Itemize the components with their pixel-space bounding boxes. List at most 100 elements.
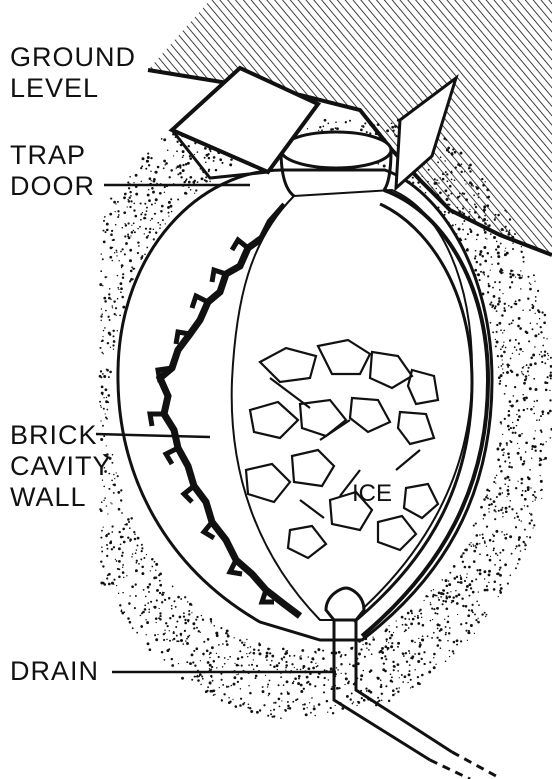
stipple-dot — [465, 605, 468, 608]
stipple-dot — [197, 679, 200, 682]
stipple-dot — [131, 585, 134, 588]
stipple-dot — [460, 581, 463, 584]
stipple-dot — [364, 656, 366, 658]
stipple-dot — [506, 444, 508, 446]
stipple-dot — [106, 223, 109, 226]
stipple-dot — [117, 298, 119, 300]
stipple-dot — [139, 226, 141, 228]
stipple-dot — [270, 710, 272, 712]
stipple-dot — [509, 400, 512, 403]
stipple-dot — [507, 425, 510, 428]
stipple-dot — [445, 626, 447, 628]
stipple-dot — [533, 274, 535, 276]
stipple-dot — [195, 189, 197, 191]
stipple-dot — [103, 230, 105, 232]
stipple-dot — [499, 567, 501, 569]
stipple-dot — [475, 206, 477, 208]
stipple-dot — [476, 601, 478, 603]
stipple-dot — [101, 339, 103, 341]
stipple-dot — [312, 667, 315, 670]
stipple-dot — [107, 316, 109, 318]
stipple-dot — [468, 583, 471, 586]
stipple-dot — [504, 418, 506, 420]
stipple-dot — [534, 334, 537, 337]
stipple-dot — [363, 699, 366, 702]
stipple-dot — [543, 337, 545, 339]
stipple-dot — [534, 491, 536, 493]
stipple-dot — [452, 224, 454, 226]
stipple-dot — [216, 667, 217, 668]
stipple-dot — [411, 612, 413, 614]
stipple-dot — [144, 604, 146, 606]
stipple-dot — [111, 462, 113, 464]
stipple-dot — [310, 712, 312, 714]
stipple-dot — [135, 595, 137, 597]
stipple-dot — [143, 589, 145, 591]
stipple-dot — [150, 220, 151, 221]
stipple-dot — [490, 498, 492, 500]
stipple-dot — [159, 612, 161, 614]
stipple-dot — [489, 303, 491, 305]
stipple-dot — [148, 189, 150, 191]
stipple-dot — [390, 673, 392, 675]
stipple-dot — [522, 351, 523, 352]
stipple-dot — [117, 491, 120, 494]
stipple-dot — [256, 665, 258, 667]
stipple-dot — [462, 192, 464, 194]
stipple-dot — [509, 273, 511, 275]
stipple-dot — [148, 591, 150, 593]
stipple-dot — [479, 543, 480, 544]
stipple-dot — [366, 690, 368, 692]
stipple-dot — [419, 186, 421, 188]
stipple-dot — [121, 555, 123, 557]
stipple-dot — [529, 387, 532, 390]
stipple-dot — [396, 626, 398, 628]
stipple-dot — [127, 518, 130, 521]
stipple-dot — [480, 271, 482, 273]
stipple-dot — [212, 680, 214, 682]
stipple-dot — [550, 437, 552, 439]
stipple-dot — [218, 656, 220, 658]
stipple-dot — [471, 604, 473, 606]
stipple-dot — [224, 663, 226, 665]
stipple-dot — [497, 355, 499, 357]
stipple-dot — [247, 656, 248, 657]
stipple-dot — [118, 508, 121, 511]
stipple-dot — [516, 425, 518, 427]
stipple-dot — [541, 355, 543, 357]
stipple-dot — [155, 198, 158, 201]
stipple-dot — [129, 595, 131, 597]
stipple-dot — [449, 185, 452, 188]
stipple-dot — [120, 499, 122, 501]
stipple-dot — [147, 602, 149, 604]
stipple-dot — [194, 154, 195, 155]
stipple-dot — [353, 701, 354, 702]
stipple-dot — [388, 642, 389, 643]
stipple-dot — [516, 545, 518, 547]
stipple-dot — [500, 584, 502, 586]
stipple-dot — [285, 664, 288, 667]
stipple-dot — [102, 336, 103, 337]
stipple-dot — [369, 123, 371, 125]
stipple-dot — [499, 559, 501, 561]
stipple-dot — [211, 646, 214, 649]
stipple-dot — [510, 500, 512, 502]
stipple-dot — [430, 604, 432, 606]
stipple-dot — [335, 121, 337, 123]
stipple-dot — [449, 572, 451, 574]
stipple-dot — [337, 669, 339, 671]
stipple-dot — [276, 664, 279, 667]
stipple-dot — [113, 484, 116, 487]
stipple-dot — [177, 173, 179, 175]
stipple-dot — [468, 167, 470, 169]
stipple-dot — [547, 376, 549, 378]
stipple-dot — [464, 580, 466, 582]
stipple-dot — [130, 270, 133, 273]
stipple-dot — [404, 675, 407, 678]
stipple-dot — [147, 153, 149, 155]
stipple-dot — [286, 650, 288, 652]
stipple-dot — [135, 569, 138, 572]
stipple-dot — [137, 241, 139, 243]
stipple-dot — [438, 624, 440, 626]
stipple-dot — [445, 607, 448, 610]
